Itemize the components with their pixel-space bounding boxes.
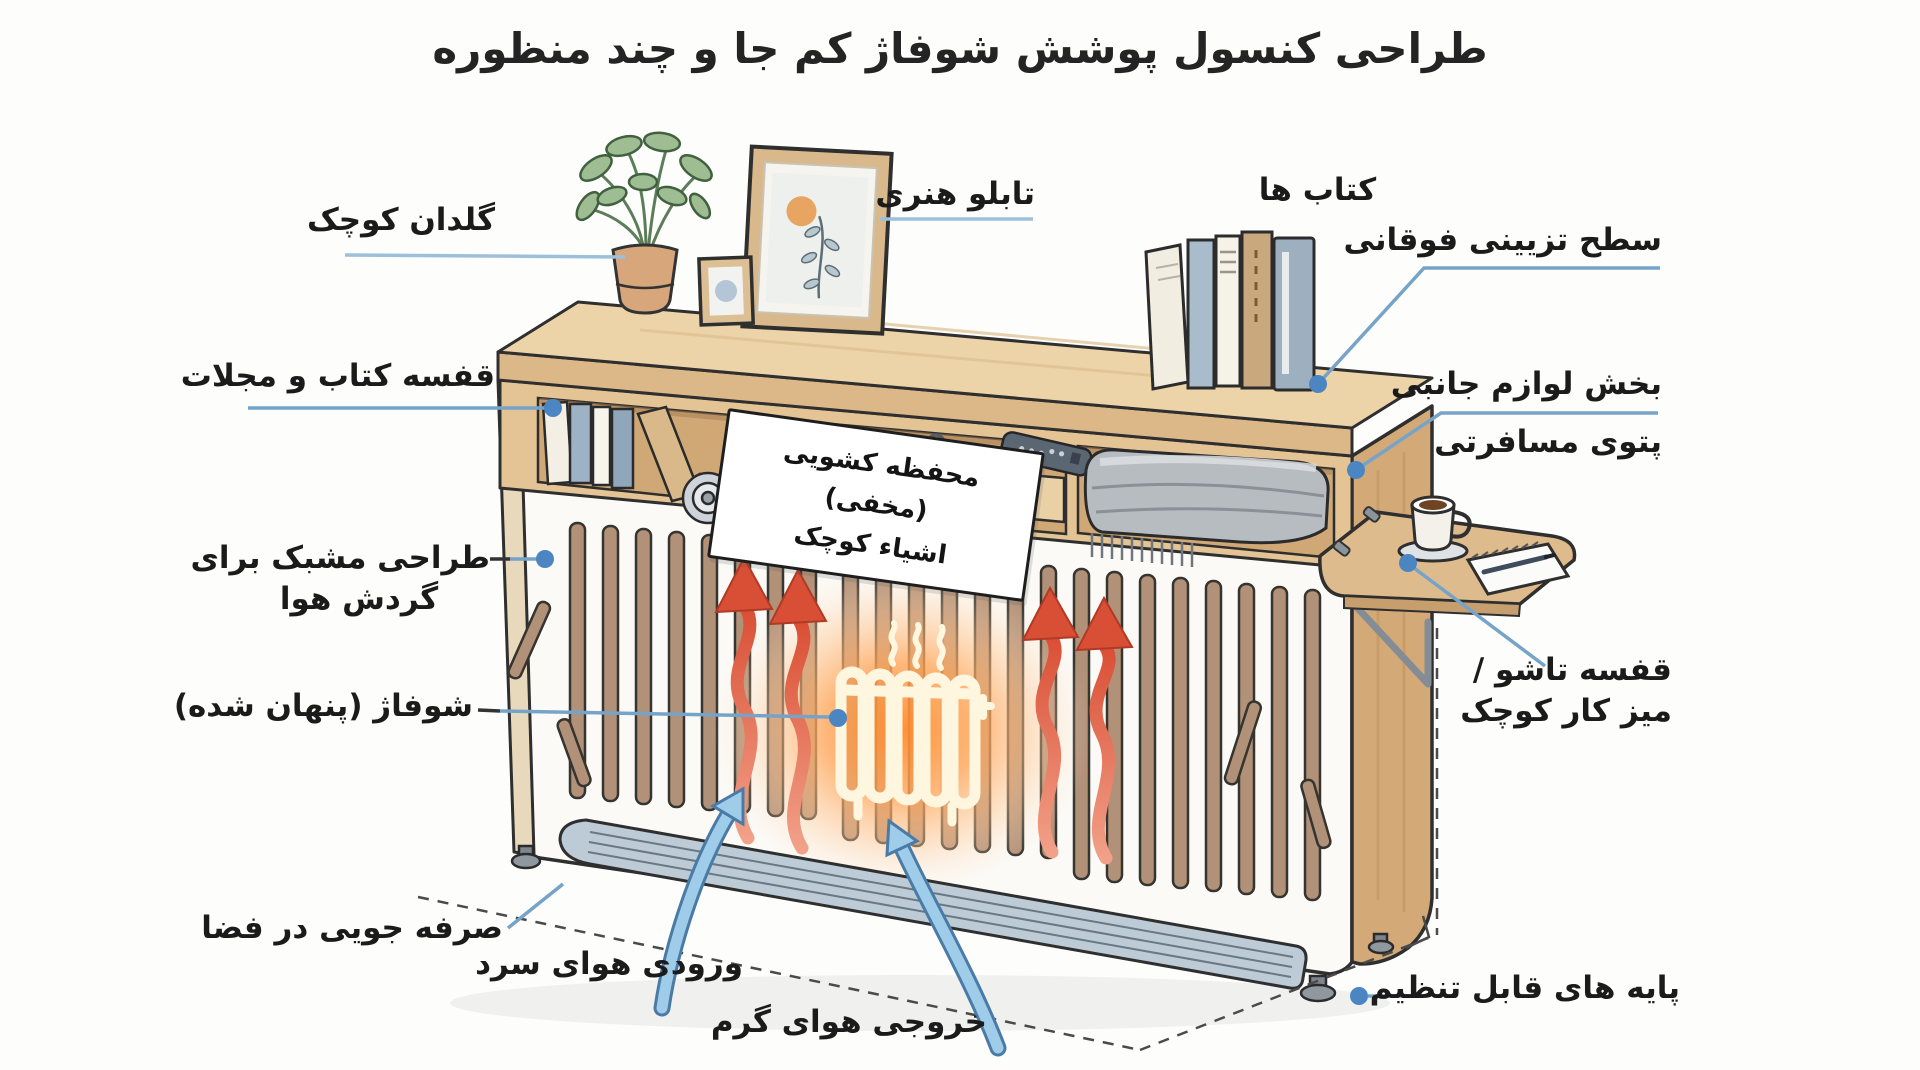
label-cold-air-inlet: ورودی هوای سرد — [475, 946, 743, 982]
label-folding-shelf: قفسه تاشو / میز کار کوچک — [1460, 652, 1672, 729]
floor-shadow — [450, 975, 1390, 1031]
potted-plant — [575, 131, 713, 315]
remote-control — [999, 431, 1093, 477]
coffee-cup — [1397, 495, 1472, 563]
label-radiator-hidden: شوفاژ (پنهان شده) — [173, 688, 473, 724]
label-art-frame: تابلو هنری — [875, 176, 1035, 212]
photo-frame-small — [697, 255, 755, 327]
label-space-saving: صرفه جویی در فضا — [201, 910, 503, 946]
grille-slats — [507, 521, 1332, 902]
corner-arrow-mark — [1405, 915, 1431, 950]
label-lattice-design: طراحی مشبک برای گردش هوا — [190, 540, 491, 617]
warm-air-arrows — [714, 555, 1134, 865]
label-top-surface: سطح تزیینی فوقانی — [1343, 222, 1662, 258]
folding-table — [1318, 495, 1577, 688]
label-warm-air-outlet: خروجی هوای گرم — [710, 1004, 987, 1040]
side-face — [1350, 404, 1434, 966]
adjustable-feet — [510, 844, 1395, 1003]
top-surface — [496, 300, 1434, 430]
label-books: کتاب ها — [1258, 172, 1377, 208]
steam-icon — [888, 620, 946, 671]
cold-air-arrows — [653, 786, 1007, 1057]
label-bookshelf: قفسه کتاب و مجلات — [180, 358, 495, 394]
notepad — [1465, 541, 1571, 596]
label-small-vase: گلدان کوچک — [306, 202, 495, 238]
label-adjustable-legs: پایه های قابل تنظیم — [1369, 970, 1680, 1006]
label-travel-blanket: پتوی مسافرتی — [1434, 424, 1662, 460]
blanket — [1083, 448, 1330, 567]
label-accessories: بخش لوازم جانبی — [1390, 366, 1662, 402]
page-title: طراحی کنسول پوشش شوفاژ کم جا و چند منظور… — [432, 24, 1488, 73]
art-frame-large — [740, 144, 894, 336]
floor-outline-dashed — [417, 628, 1439, 1052]
blanket-fringe — [1090, 533, 1194, 567]
leader-lines — [248, 217, 1660, 1005]
radiator-icon — [835, 620, 995, 827]
top-books — [1144, 230, 1316, 392]
